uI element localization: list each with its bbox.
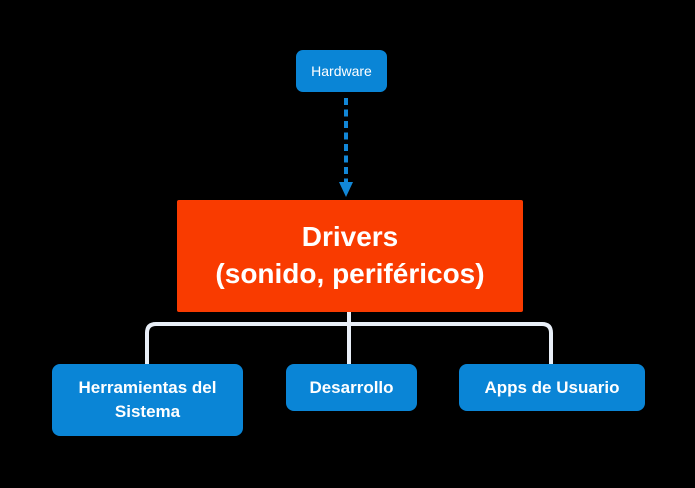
node-desarrollo[interactable]: Desarrollo — [286, 364, 417, 411]
node-herramientas-del-sistema[interactable]: Herramientas del Sistema — [52, 364, 243, 436]
node-apps-de-usuario[interactable]: Apps de Usuario — [459, 364, 645, 411]
tree-connector-line — [145, 311, 553, 364]
node-drivers[interactable]: Drivers (sonido, periféricos) — [177, 200, 523, 312]
arrowhead-icon — [339, 182, 353, 197]
node-hardware[interactable]: Hardware — [296, 50, 387, 92]
